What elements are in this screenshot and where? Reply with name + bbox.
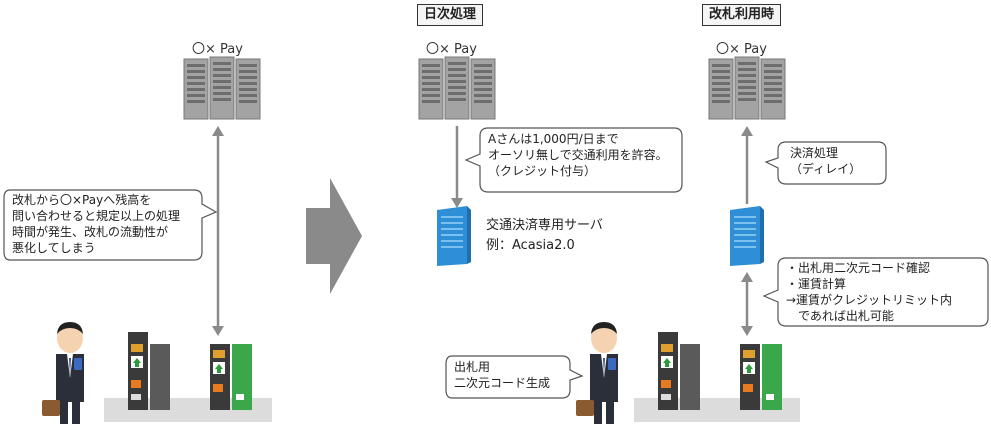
up-arrow-col3 <box>741 126 753 204</box>
server-label-col3: 〇× Pay <box>716 42 767 57</box>
businessman-icon <box>42 322 84 424</box>
ticket-gate-qr-icon <box>210 344 252 410</box>
gate-check-text: ・出札用二次元コード確認・運賃計算→運賃がクレジットリミット内 であれば出札可能 <box>786 261 953 323</box>
note-text-col1: 改札から〇×Payへ残高を問い合わせると規定以上の処理時間が発生、改札の流動性が… <box>12 193 181 255</box>
double-arrow-col1 <box>212 126 224 336</box>
note-bubble-col2 <box>464 127 683 193</box>
ticket-gate-icon <box>658 332 700 410</box>
note-bubble-col1 <box>3 189 218 261</box>
dedicated-server-icon <box>730 206 764 266</box>
payment-server-icon <box>708 56 786 120</box>
server-label-col2: 〇× Pay <box>426 42 477 57</box>
qr-generate-bubble <box>445 355 584 399</box>
ticket-gate-qr-icon <box>740 344 782 410</box>
payment-server-icon <box>418 56 496 120</box>
dedicated-server-icon <box>437 206 471 266</box>
qr-generate-text: 出札用二次元コード生成 <box>454 360 551 390</box>
ticket-gate-icon <box>128 332 170 410</box>
settle-bubble <box>764 141 887 185</box>
double-arrow-col3 <box>741 272 753 336</box>
server-label-col1: 〇× Pay <box>192 42 243 57</box>
transition-arrow-icon <box>306 178 362 294</box>
dedicated-server-text: 交通決済専用サーバ例：Acasia2.0 <box>486 218 603 253</box>
gate-check-bubble <box>762 257 989 327</box>
note-text-col2: Aさんは1,000円/日までオーソリ無しで交通利用を許容。（クレジット付与） <box>488 132 668 178</box>
settle-text: 決済処理（ディレイ） <box>790 146 862 176</box>
down-arrow-col2 <box>451 126 463 208</box>
businessman-icon <box>576 322 618 424</box>
heading-daily: 日次処理 <box>417 4 484 26</box>
payment-server-icon <box>183 56 261 120</box>
heading-gate-use: 改札利用時 <box>702 4 782 26</box>
